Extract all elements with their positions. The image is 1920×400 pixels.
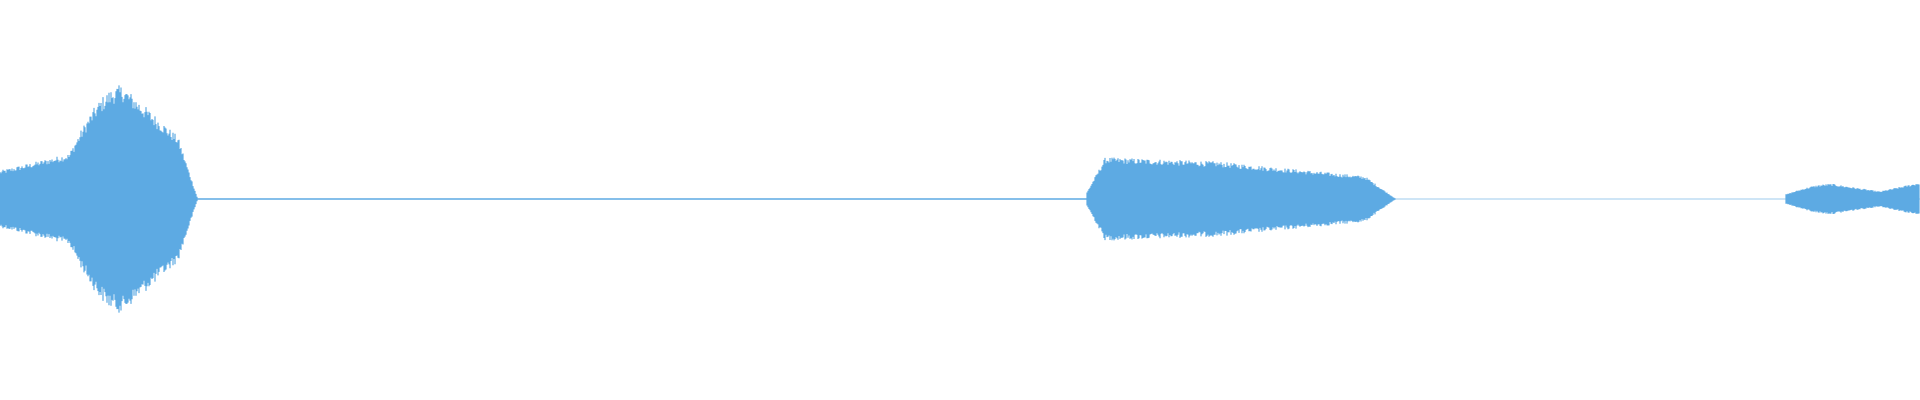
- waveform-trace: [0, 85, 1920, 313]
- waveform-samples: [0, 85, 1920, 313]
